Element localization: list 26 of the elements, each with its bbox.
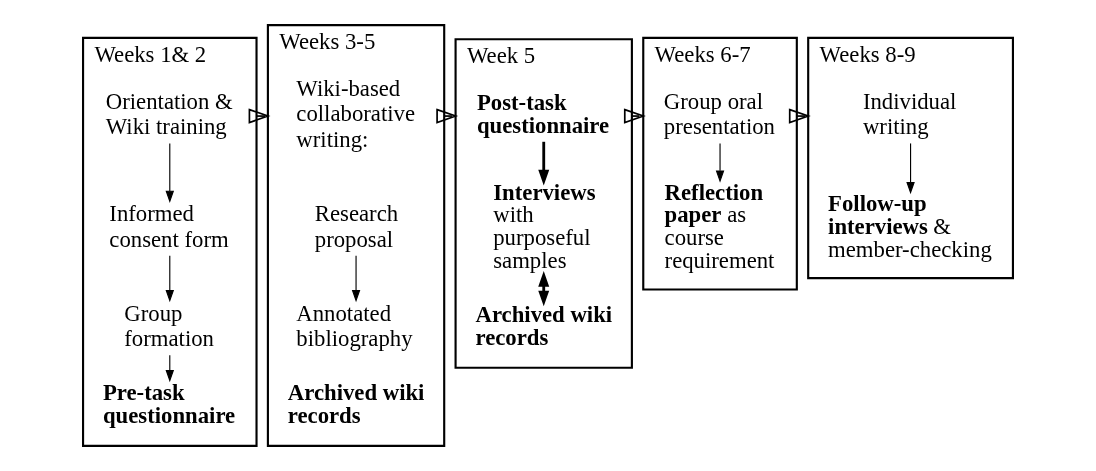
arrow [351,255,361,303]
node-text: Group formation [124,300,214,352]
node-text: Individual writing [862,88,957,140]
node-text: Archived wiki records [475,301,613,350]
node-text: Archived wiki records [287,380,425,428]
node-text: Interviews with purposeful samples [493,179,596,273]
node-text: Group oral presentation [663,88,775,140]
arrow [906,142,915,195]
arrow [623,108,646,124]
node-text: Pre-task questionnaire [102,380,236,428]
arrow [436,108,459,124]
arrow [788,108,811,124]
arrow [715,142,725,183]
arrow [248,108,271,124]
node-text: Orientation & Wiki training [105,88,233,140]
arrow [538,271,550,307]
node-text: Informed consent form [109,201,229,252]
node-text: Research proposal [314,201,399,252]
node-text: Annotated bibliography [296,300,413,352]
arrow [538,141,550,186]
node-text: Wiki-based collaborative writing: [296,75,416,153]
node-text: Follow-up interviews & member-checking [828,191,992,262]
arrow [165,255,175,303]
node-text: Reflection paper as course requirement [664,179,775,273]
node-text: Post-task questionnaire [476,90,610,138]
arrow [165,142,175,203]
